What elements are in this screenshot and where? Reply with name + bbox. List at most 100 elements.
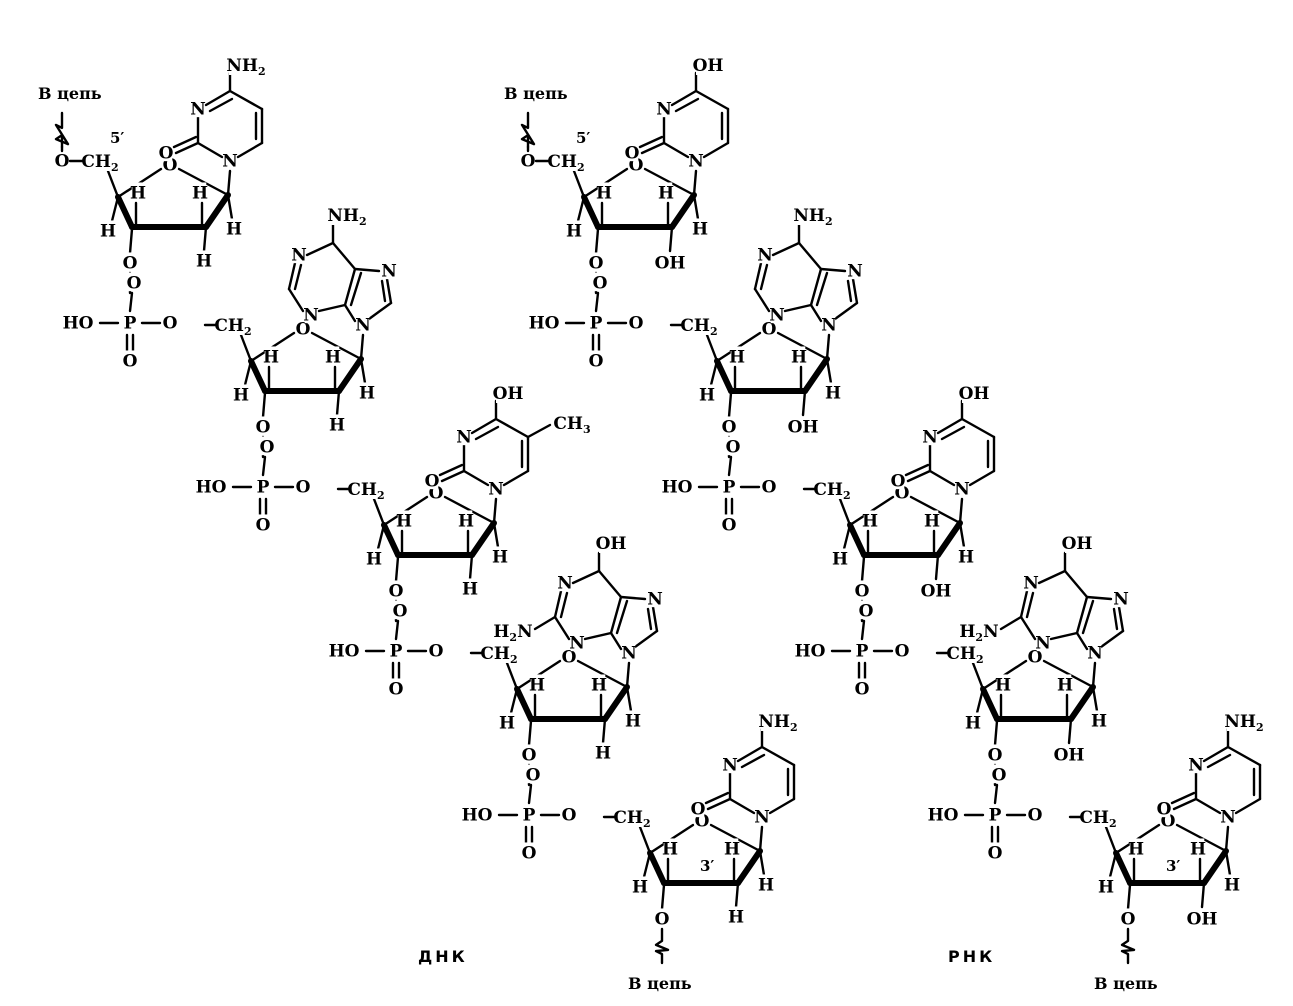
n3-label: N	[656, 100, 672, 120]
phosphate-o-upper-label: O	[526, 766, 541, 786]
phosphate-ho-label: HO	[329, 642, 360, 662]
label-mask	[770, 304, 784, 324]
double-bond	[674, 97, 700, 113]
n7-label: N	[647, 590, 663, 610]
double-bond	[349, 271, 363, 307]
h1-label: H	[958, 548, 974, 568]
phosphate-ho-label: HO	[196, 478, 227, 498]
h2-label: H	[658, 184, 674, 204]
ring-bond-front	[802, 356, 830, 394]
label-mask	[891, 470, 905, 490]
h4-label: H	[832, 550, 848, 570]
bond	[1200, 881, 1206, 909]
label-mask	[815, 479, 849, 499]
ring-bond-front	[847, 522, 867, 558]
ring-bond	[204, 89, 232, 107]
h3-label: H	[396, 512, 412, 532]
hydroxy-label: OH	[493, 384, 524, 404]
label-mask	[1227, 711, 1261, 731]
phosphate-o-ester-label: O	[562, 806, 577, 826]
h1-label: H	[1091, 712, 1107, 732]
label-mask	[924, 580, 948, 600]
n3-label: N	[769, 306, 785, 326]
ring-bond	[494, 417, 530, 439]
bond	[226, 193, 234, 221]
o5-label: O	[55, 152, 70, 172]
bond	[971, 661, 985, 691]
h2b-label: H	[728, 908, 744, 928]
bond	[734, 881, 740, 909]
ring-bond	[317, 303, 347, 313]
bond	[1108, 851, 1118, 879]
label-mask	[722, 416, 736, 436]
h1-label: H	[758, 876, 774, 896]
phosphate-ho-label: HO	[928, 806, 959, 826]
hydroxy-label: OH	[596, 534, 627, 554]
phosphorus-label: P	[390, 642, 403, 662]
n3-label: N	[456, 428, 472, 448]
n7-label: N	[847, 262, 863, 282]
phosphate-oxo-label: O	[522, 844, 537, 864]
label-mask	[465, 804, 489, 824]
label-mask	[127, 272, 141, 292]
label-mask	[722, 514, 736, 534]
label-mask	[521, 150, 535, 170]
ring-bond	[753, 261, 763, 291]
phosphate-o-ester-label: O	[629, 314, 644, 334]
ring-bond	[771, 241, 801, 257]
bond	[975, 687, 985, 715]
ring-bond	[768, 797, 796, 815]
h1-label: H	[825, 384, 841, 404]
bond	[492, 521, 500, 549]
label-mask	[296, 476, 310, 496]
n1-label: N	[754, 808, 770, 828]
oh2-label: OH	[921, 582, 952, 602]
label-mask	[655, 908, 669, 928]
label-mask	[197, 250, 211, 270]
n1-label: N	[557, 574, 573, 594]
bond	[993, 719, 999, 747]
ring-bond	[583, 631, 613, 641]
carbonyl-bond	[440, 469, 466, 483]
ring-bond	[1234, 797, 1262, 815]
ring-bond	[343, 303, 357, 323]
oh2-label: OH	[1187, 910, 1218, 930]
label-mask	[227, 218, 241, 238]
label-mask	[567, 220, 581, 240]
glycosidic-bond	[825, 333, 831, 361]
label-mask	[1189, 754, 1203, 774]
phosphate-oxo-label: O	[389, 680, 404, 700]
bond	[1126, 883, 1132, 911]
rna-caption: РНК	[948, 947, 995, 966]
phosphorus-label: P	[590, 314, 603, 334]
h2-label: H	[591, 676, 607, 696]
ch2-label: CH2	[480, 644, 517, 666]
h2-label: H	[791, 348, 807, 368]
ring-bond	[443, 495, 496, 525]
label-mask	[665, 476, 689, 496]
ring-bond-front	[980, 686, 1000, 722]
label-mask	[988, 842, 1002, 862]
ring-bond	[609, 595, 623, 635]
chain-break-3	[1120, 927, 1136, 965]
label-mask	[482, 643, 516, 663]
ring-bond	[609, 631, 623, 651]
carbonyl-bond	[174, 141, 200, 155]
label-mask	[123, 350, 137, 370]
ring-bond	[1037, 569, 1067, 585]
bond	[576, 195, 586, 223]
ring-bond	[694, 89, 730, 111]
ring-bond	[1117, 605, 1125, 633]
h4-label: H	[1098, 878, 1114, 898]
label-mask	[923, 426, 937, 446]
n1-label: N	[291, 246, 307, 266]
h3-label: H	[263, 348, 279, 368]
ring-bond-front	[935, 520, 963, 558]
phosphorus-label: P	[856, 642, 869, 662]
ch2-label: CH2	[214, 316, 251, 338]
phosphate-ho-label: HO	[462, 806, 493, 826]
label-mask	[500, 712, 514, 732]
ring-bond	[228, 89, 264, 111]
